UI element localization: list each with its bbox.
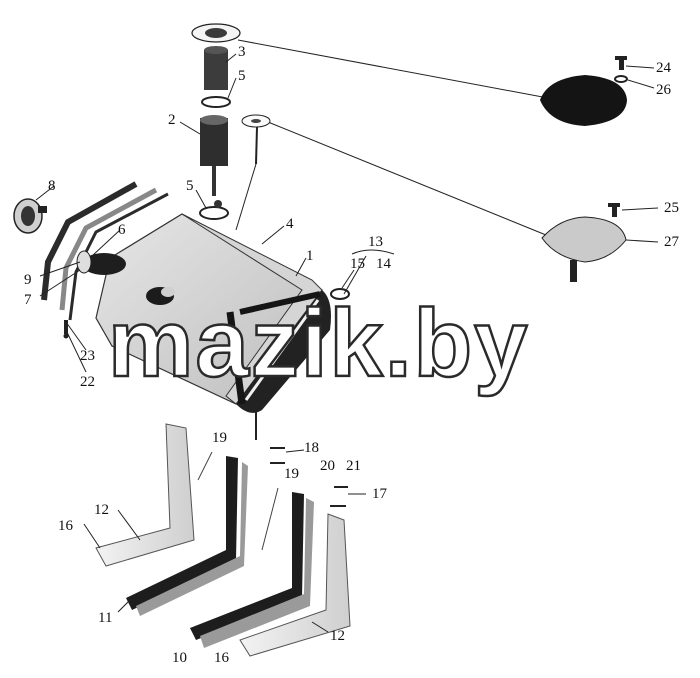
clamp-part — [13, 198, 47, 234]
callout-19-upper: 19 — [212, 430, 227, 446]
callout-3: 3 — [238, 44, 246, 60]
callout-17: 17 — [372, 486, 388, 502]
gasket-lower — [199, 206, 229, 220]
callout-12-left: 12 — [94, 502, 109, 518]
callout-6: 6 — [118, 222, 126, 238]
callout-22: 22 — [80, 374, 95, 390]
callout-25: 25 — [664, 200, 679, 216]
callout-24: 24 — [656, 60, 672, 76]
fuel-tank-body — [95, 213, 331, 413]
callout-20: 20 — [320, 458, 335, 474]
filler-cap-part — [191, 23, 241, 90]
strap-clamp-ring — [330, 288, 350, 300]
callout-16-left: 16 — [58, 518, 74, 534]
callout-12-right: 12 — [330, 628, 345, 644]
callout-23: 23 — [80, 348, 95, 364]
bracket-right — [239, 513, 351, 657]
callout-15: 15 — [350, 256, 365, 272]
callout-7: 7 — [24, 292, 32, 308]
leader-line-sender — [267, 121, 547, 236]
callout-10: 10 — [172, 650, 187, 666]
callout-5-lower: 5 — [186, 178, 194, 194]
level-sender-part — [235, 114, 271, 231]
callout-21: 21 — [346, 458, 361, 474]
callout-8: 8 — [48, 178, 56, 194]
strainer-part — [200, 115, 228, 196]
callout-26: 26 — [656, 82, 672, 98]
strap-10 — [190, 492, 314, 648]
callout-5-upper: 5 — [238, 68, 246, 84]
sender-plate-detail — [541, 203, 627, 282]
tank-neck-part — [76, 250, 126, 275]
leader-line-cap — [237, 39, 549, 99]
site-watermark: mazik.by — [108, 290, 530, 397]
callout-9: 9 — [24, 272, 32, 288]
bracket-left — [95, 423, 195, 567]
strap-11 — [126, 456, 248, 616]
callout-18: 18 — [304, 440, 319, 456]
callout-leaders — [35, 53, 659, 633]
callout-1: 1 — [306, 248, 314, 264]
small-bolts — [63, 320, 69, 339]
callout-4: 4 — [286, 216, 294, 232]
callout-27: 27 — [664, 234, 680, 250]
gasket-upper — [201, 96, 231, 108]
callout-16-right: 16 — [214, 650, 230, 666]
callout-14: 14 — [376, 256, 392, 272]
tank-cap-detail — [540, 56, 628, 126]
callout-13: 13 — [368, 234, 383, 250]
tank-outlet-part — [146, 287, 175, 305]
callout-2: 2 — [168, 112, 176, 128]
callout-labels: 3 5 2 5 4 1 8 6 9 7 13 15 14 23 22 19 18… — [24, 44, 680, 666]
callout-11: 11 — [98, 610, 112, 626]
callout-19-lower: 19 — [284, 466, 299, 482]
mounting-bolts — [197, 410, 348, 551]
